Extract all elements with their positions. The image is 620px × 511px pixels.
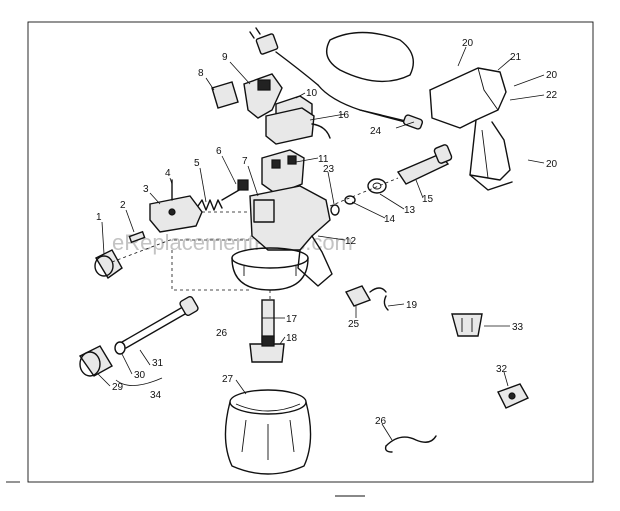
part-13-ring	[367, 178, 387, 194]
callout-23: 23	[323, 164, 335, 175]
callout-17: 17	[286, 314, 298, 325]
part-2-screw	[128, 230, 146, 244]
part-3-bracket	[149, 195, 203, 233]
callout-33: 33	[512, 322, 524, 333]
callout-26-left: 26	[216, 328, 228, 339]
part-9-switch	[243, 73, 283, 119]
callout-9: 9	[222, 52, 228, 63]
part-30-ring	[114, 341, 126, 355]
callout-14: 14	[384, 214, 396, 225]
part-23-seal	[330, 204, 340, 216]
callout-19: 19	[406, 300, 418, 311]
power-cord	[249, 27, 424, 130]
part-25-plug	[344, 285, 387, 307]
callout-1: 1	[96, 212, 102, 223]
callout-32: 32	[496, 364, 508, 375]
callout-3: 3	[143, 184, 149, 195]
callout-26-right: 26	[375, 416, 387, 427]
callout-11: 11	[318, 154, 329, 165]
callout-22: 22	[546, 90, 558, 101]
part-31-tube	[121, 295, 199, 349]
callout-29: 29	[112, 382, 124, 393]
callout-27: 27	[222, 374, 234, 385]
part-32-valve	[497, 383, 529, 409]
part-8-clip	[211, 81, 239, 109]
part-11-motor-block	[261, 149, 305, 195]
callout-21: 21	[510, 52, 522, 63]
frame-border	[27, 21, 594, 483]
part-14-ring	[344, 195, 356, 205]
part-29-nozzle-cap	[78, 345, 113, 377]
part-15-nozzle	[396, 144, 453, 185]
part-26-hook	[384, 435, 437, 453]
callout-15: 15	[422, 194, 434, 205]
leader-lines	[97, 46, 545, 441]
callout-18: 18	[286, 333, 298, 344]
callout-6: 6	[216, 146, 222, 157]
part-6-rod	[221, 179, 249, 201]
callout-31: 31	[152, 358, 164, 369]
callout-16: 16	[338, 110, 350, 121]
callout-4: 4	[165, 168, 171, 179]
callout-24: 24	[370, 126, 382, 137]
callout-12: 12	[345, 236, 357, 247]
callout-labels: 1 2 3 4 5 6 7 8 9 10 11 12 13 14 15 16 1…	[96, 38, 558, 427]
part-1-knob	[94, 249, 123, 280]
callout-2: 2	[120, 200, 126, 211]
part-33-strainer	[451, 313, 483, 337]
callout-13: 13	[404, 205, 416, 216]
callout-7: 7	[242, 156, 248, 167]
callout-5: 5	[194, 158, 200, 169]
part-16-capacitor	[265, 107, 331, 145]
callout-34: 34	[150, 390, 162, 401]
callout-8: 8	[198, 68, 204, 79]
callout-20-top: 20	[462, 38, 474, 49]
callout-30: 30	[134, 370, 146, 381]
callout-20-lower: 20	[546, 159, 558, 170]
callout-10: 10	[306, 88, 318, 99]
gun-body	[231, 185, 333, 291]
callout-20-right: 20	[546, 70, 558, 81]
part-27-container-jar	[224, 389, 312, 475]
callout-25: 25	[348, 319, 360, 330]
part-19-wire	[383, 295, 389, 311]
assembly-guides	[111, 177, 399, 330]
part-5-spring	[197, 199, 223, 211]
handle-housing	[429, 67, 513, 191]
part-18-nut	[249, 335, 285, 363]
